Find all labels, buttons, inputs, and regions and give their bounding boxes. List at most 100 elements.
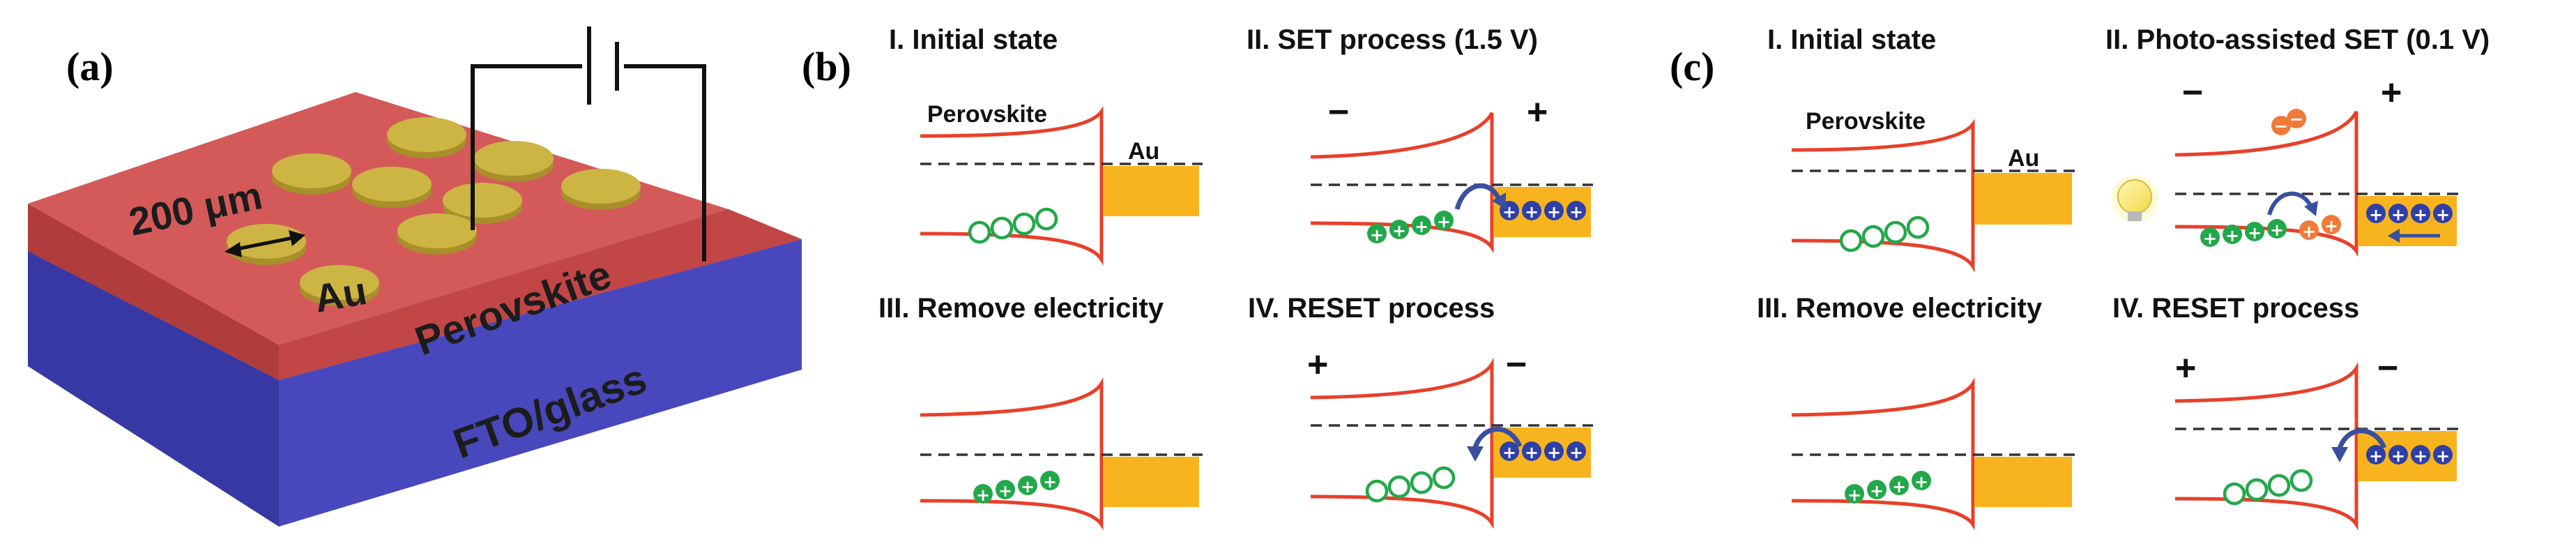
- ion-group: + + + +: [973, 471, 1060, 505]
- ion-filled-green: +: [973, 484, 993, 505]
- ion-empty: [968, 220, 991, 244]
- subpanel-title: I. Initial state: [1767, 24, 1936, 55]
- curved-arrow-icon: [2267, 191, 2318, 216]
- ion-group-electrode: + + + +: [2366, 445, 2453, 466]
- ion-empty: [2289, 469, 2313, 492]
- ion-filled-green: +: [1367, 224, 1387, 245]
- ion-empty: [1012, 212, 1036, 236]
- arrow-left-icon: [2388, 229, 2440, 243]
- ion-filled-blue: +: [1500, 441, 1519, 462]
- ion-empty: [1884, 220, 1907, 244]
- ion-filled-green: +: [1018, 476, 1037, 497]
- plus-sign: +: [1307, 345, 1328, 385]
- ion-filled-green: +: [2245, 222, 2264, 243]
- ion-group: [1365, 466, 1456, 503]
- panel-b-label: (b): [802, 44, 851, 89]
- ion-empty: [1861, 225, 1885, 248]
- ion-filled-green: +: [1412, 216, 1431, 236]
- ion-filled-blue: +: [1522, 441, 1541, 462]
- subpanel-title: II. Photo-assisted SET (0.1 V): [2105, 24, 2490, 55]
- ion-filled-green: +: [996, 480, 1015, 501]
- au-electrode: [397, 213, 477, 255]
- au-electrode-block: [1974, 457, 2072, 507]
- ion-filled-blue: +: [2433, 445, 2453, 466]
- perovskite-layer: [28, 92, 802, 380]
- band-diagram: [2174, 362, 2358, 531]
- ion-group: + + + +: [2200, 219, 2287, 248]
- subpanel-title: II. SET process (1.5 V): [1247, 24, 1538, 55]
- svg-text:+: +: [1914, 472, 1928, 492]
- panel-c-initial-state: I. Initial state Perovskite Au: [1767, 24, 2078, 273]
- perovskite-text: Perovskite: [1806, 108, 1926, 135]
- ion-filled-green: +: [1912, 471, 1931, 492]
- svg-text:+: +: [2391, 205, 2405, 225]
- plus-sign: +: [1527, 92, 1548, 133]
- svg-text:+: +: [1547, 202, 1561, 222]
- minus-sign: −: [1506, 345, 1527, 385]
- au-label: Au: [311, 269, 369, 321]
- ion-empty: [2223, 482, 2246, 506]
- au-electrode: [300, 265, 379, 306]
- panel-b-remove-electricity: III. Remove electricity + + + +: [878, 293, 1203, 531]
- svg-text:+: +: [1415, 217, 1428, 236]
- au-electrodes: [227, 117, 641, 306]
- ion-empty: [1906, 216, 1930, 239]
- ion-group: + + + +: [1845, 471, 1931, 505]
- ion-empty: [1387, 475, 1411, 499]
- ion-filled-blue: +: [2433, 204, 2453, 225]
- ion-filled-orange: +: [2322, 215, 2341, 236]
- ion-empty: [990, 216, 1014, 240]
- svg-text:+: +: [2302, 222, 2316, 241]
- svg-text:+: +: [1870, 481, 1884, 501]
- svg-text:+: +: [2248, 223, 2262, 243]
- ion-filled-blue: +: [2388, 204, 2408, 225]
- panel-b-initial-state: I. Initial state Perovskite Au: [889, 24, 1203, 266]
- minus-sign: −: [2377, 348, 2398, 388]
- svg-text:+: +: [1525, 443, 1539, 462]
- ion-empty: [1035, 207, 1058, 231]
- perovskite-text: Perovskite: [927, 101, 1047, 128]
- svg-text:+: +: [1547, 443, 1561, 462]
- svg-text:+: +: [2391, 446, 2405, 466]
- svg-text:+: +: [1392, 221, 1406, 241]
- ion-filled-green: +: [1040, 471, 1060, 492]
- au-electrode: [474, 141, 554, 182]
- svg-text:+: +: [2225, 226, 2239, 245]
- ion-group: [968, 207, 1058, 244]
- svg-text:+: +: [2203, 229, 2217, 248]
- au-electrode-block: [1103, 166, 1199, 216]
- svg-text:+: +: [2270, 220, 2284, 240]
- subpanel-title: III. Remove electricity: [1757, 293, 2043, 324]
- ion-empty: [2245, 478, 2269, 501]
- ion-filled-blue: +: [1567, 201, 1586, 222]
- panel-a-label: (a): [66, 44, 114, 89]
- au-electrode-block: [1103, 457, 1199, 507]
- svg-text:+: +: [1847, 485, 1861, 505]
- au-electrode: [443, 183, 522, 224]
- svg-text:+: +: [1569, 202, 1583, 222]
- au-electrode: [387, 117, 466, 158]
- curved-arrow-icon: [1467, 426, 1523, 462]
- ion-filled-green: +: [1867, 480, 1887, 501]
- ion-filled-orange: +: [2299, 220, 2319, 241]
- svg-text:+: +: [1569, 443, 1583, 462]
- au-electrode-block: [1974, 173, 2072, 225]
- minus-sign: −: [2182, 73, 2203, 113]
- electron-orange: −: [2287, 109, 2306, 129]
- plus-sign: +: [2175, 348, 2196, 388]
- panel-b: (b) I. Initial state Perovskite Au II. S…: [802, 24, 1593, 531]
- ion-filled-green: +: [1389, 220, 1409, 241]
- ion-group: [1839, 216, 1930, 252]
- ion-filled-green: +: [1889, 476, 1909, 497]
- ion-group: [2223, 469, 2313, 506]
- ion-empty: [1365, 479, 1389, 503]
- au-electrode: [561, 169, 641, 210]
- curved-arrow-icon: [1454, 183, 1506, 211]
- ion-group-electrode: + + + +: [2366, 204, 2453, 225]
- ion-filled-green: +: [1434, 211, 1454, 232]
- svg-text:+: +: [2324, 216, 2338, 236]
- panel-c-reset-process: IV. RESET process + − + + + +: [2112, 293, 2461, 531]
- svg-text:+: +: [1370, 225, 1384, 245]
